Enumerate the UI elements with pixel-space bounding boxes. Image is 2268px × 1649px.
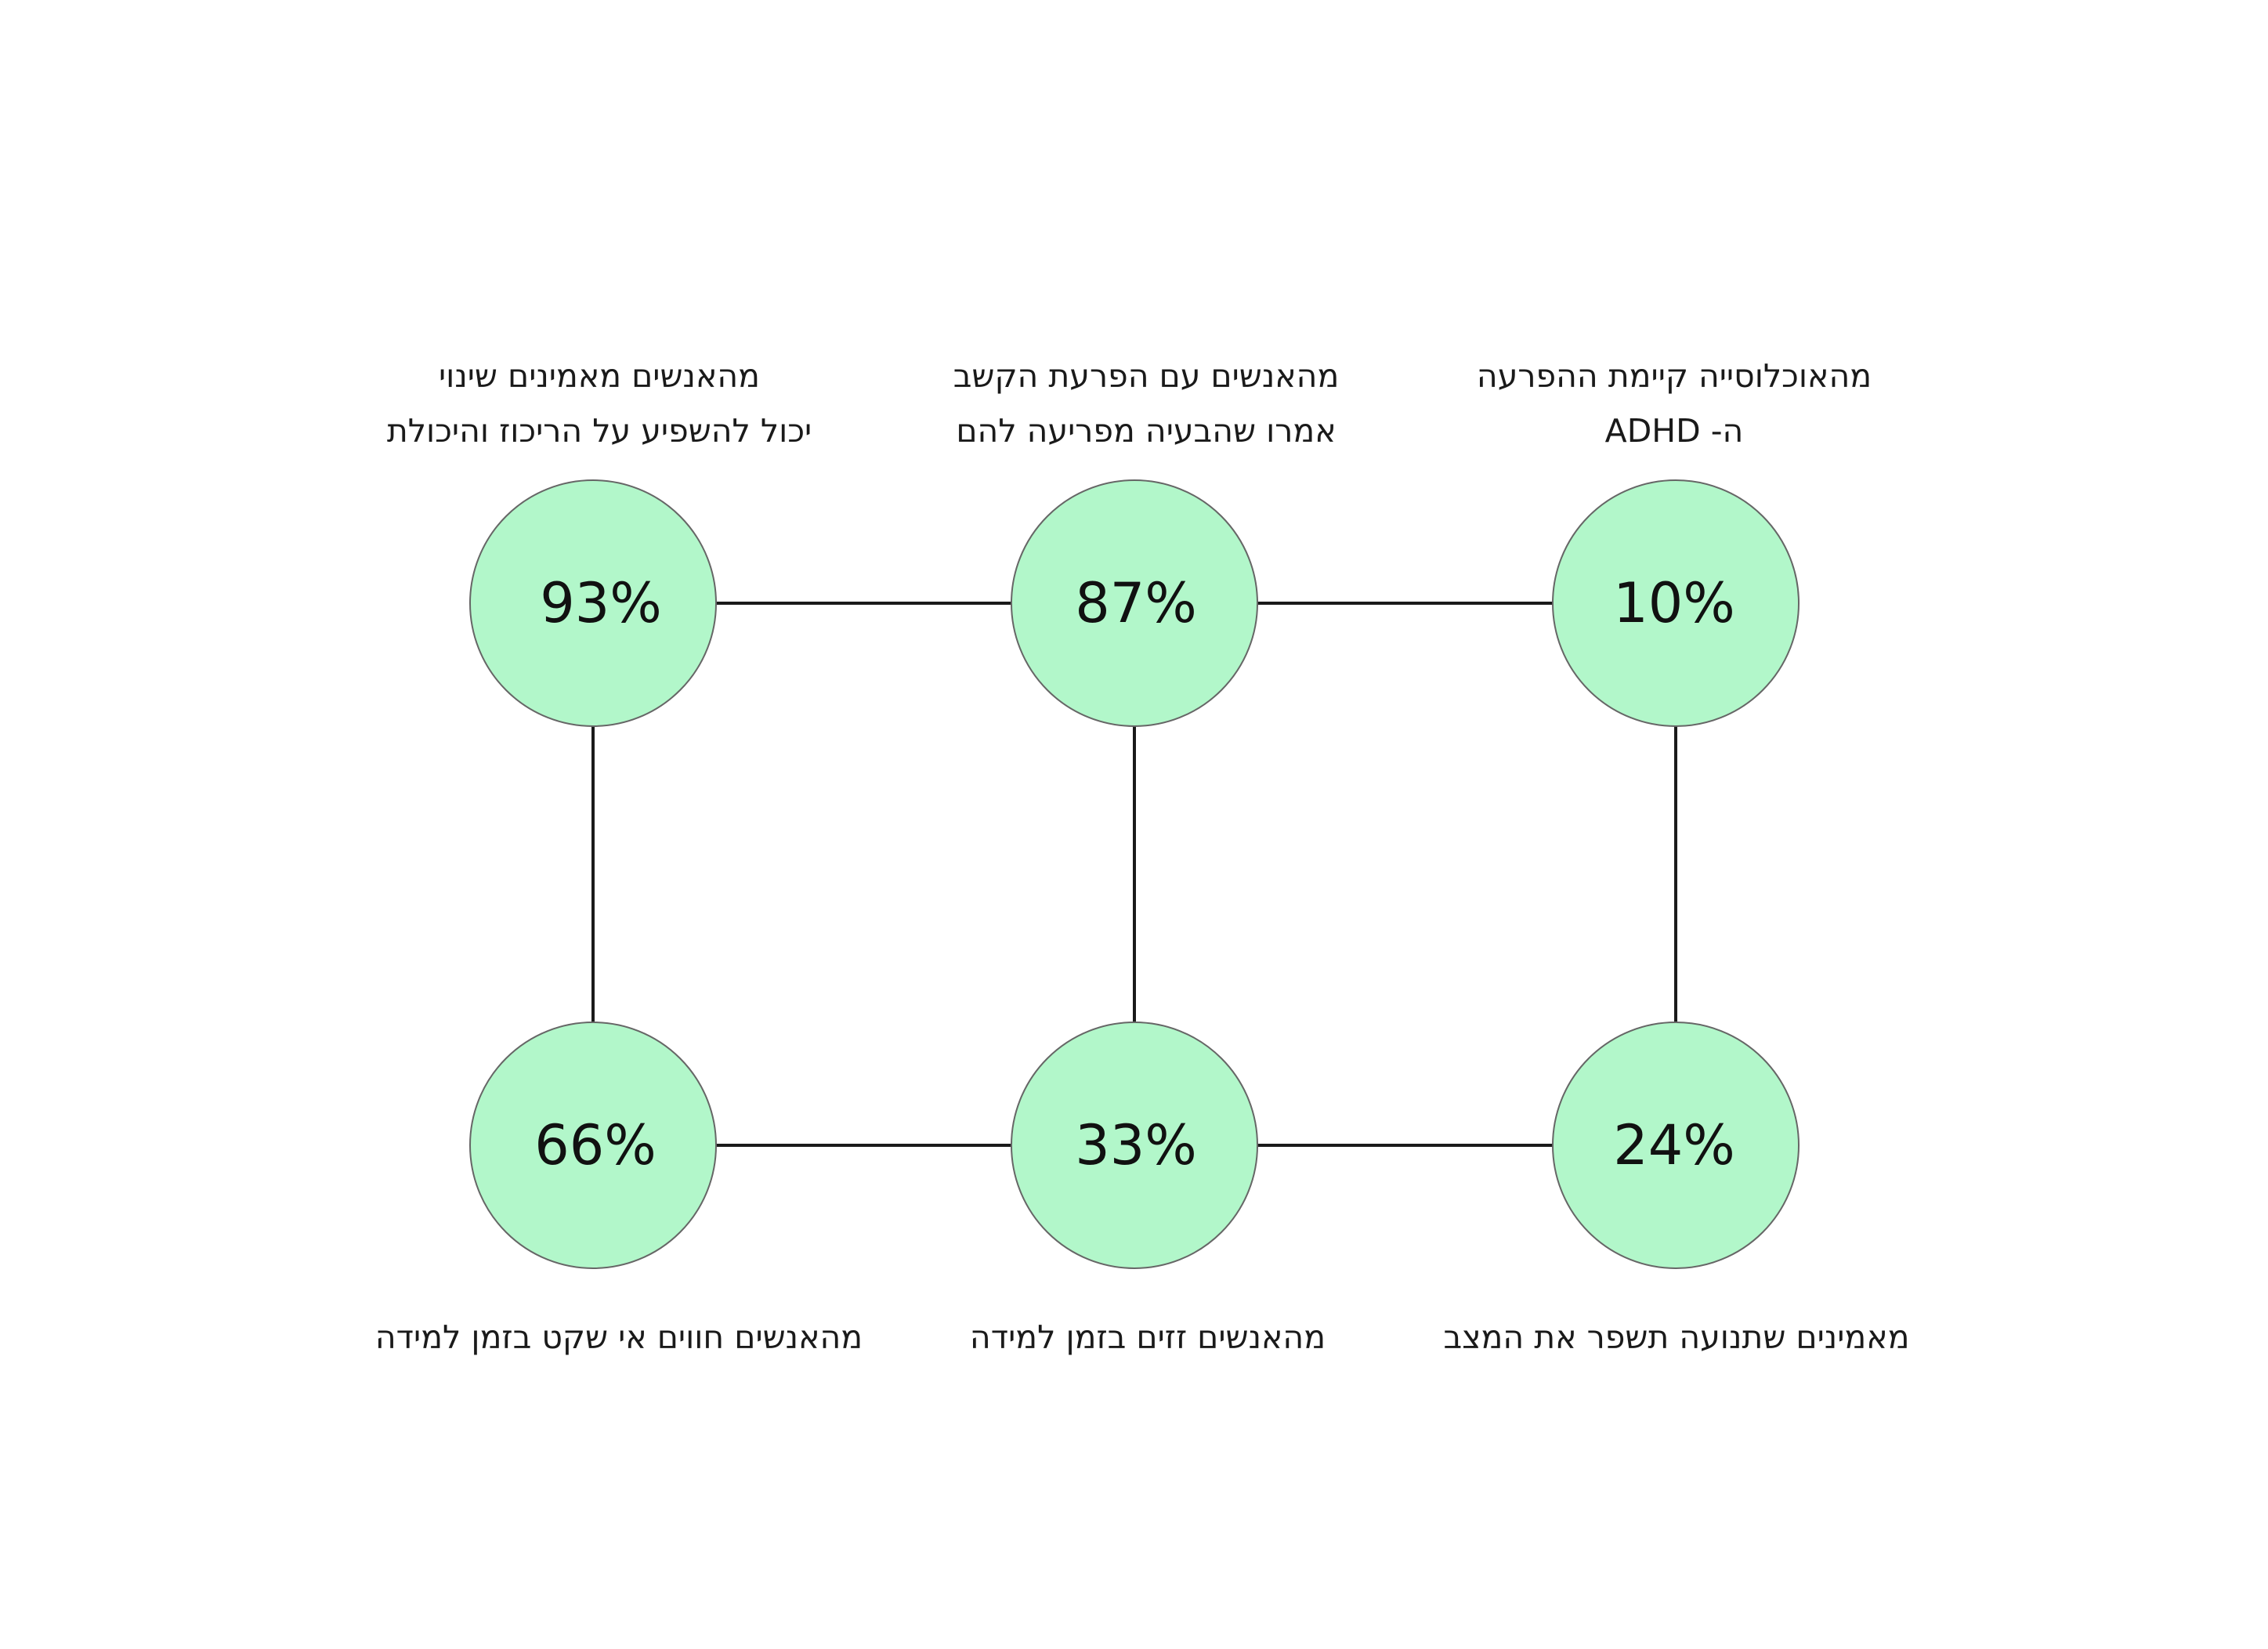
node-33: 33% (1011, 1022, 1258, 1269)
caption-10: מהאוכלוסייה קיימת ההפרעה ה- ADHD (1376, 349, 1972, 458)
node-circle (1552, 1022, 1800, 1269)
caption-66: מהאנשים חווים אי שקט בזמן למידה (321, 1310, 917, 1365)
caption-line: מאמינים שתנועה תשפר את המצב (1443, 1318, 1910, 1356)
node-circle (469, 479, 717, 727)
caption-93: מהאנשים מאמינים שינוי יכול להשפיע על הרי… (302, 349, 897, 458)
node-87: 87% (1011, 479, 1258, 727)
caption-line: אמרו שהבעיה מפריעה להם (956, 412, 1337, 450)
caption-87: מהאנשים עם הפרעת הקשב אמרו שהבעיה מפריעה… (848, 349, 1444, 458)
caption-33: מהאנשים זזים בזמן למידה (850, 1310, 1445, 1365)
node-circle (469, 1022, 717, 1269)
node-66: 66% (469, 1022, 717, 1269)
node-value: 66% (534, 1113, 657, 1177)
node-value: 87% (1075, 571, 1197, 635)
node-93: 93% (469, 479, 717, 727)
caption-line: מהאנשים מאמינים שינוי (439, 357, 760, 395)
node-circle (1011, 479, 1258, 727)
caption-24: מאמינים שתנועה תשפר את המצב (1379, 1310, 1974, 1365)
node-value: 10% (1613, 571, 1735, 635)
caption-line: מהאנשים עם הפרעת הקשב (953, 357, 1340, 395)
node-24: 24% (1552, 1022, 1800, 1269)
caption-line: מהאנשים חווים אי שקט בזמן למידה (374, 1318, 863, 1356)
node-10: 10% (1552, 479, 1800, 727)
node-value: 24% (1613, 1113, 1735, 1177)
caption-line: יכול להשפיע על הריכוז והיכולת (386, 412, 812, 450)
node-circle (1011, 1022, 1258, 1269)
node-value: 33% (1075, 1113, 1197, 1177)
caption-line: מהאנשים זזים בזמן למידה (969, 1318, 1326, 1356)
node-value: 93% (540, 571, 662, 635)
caption-line: ה- ADHD (1604, 412, 1744, 450)
node-circle (1552, 479, 1800, 727)
caption-line: מהאוכלוסייה קיימת ההפרעה (1476, 357, 1872, 395)
